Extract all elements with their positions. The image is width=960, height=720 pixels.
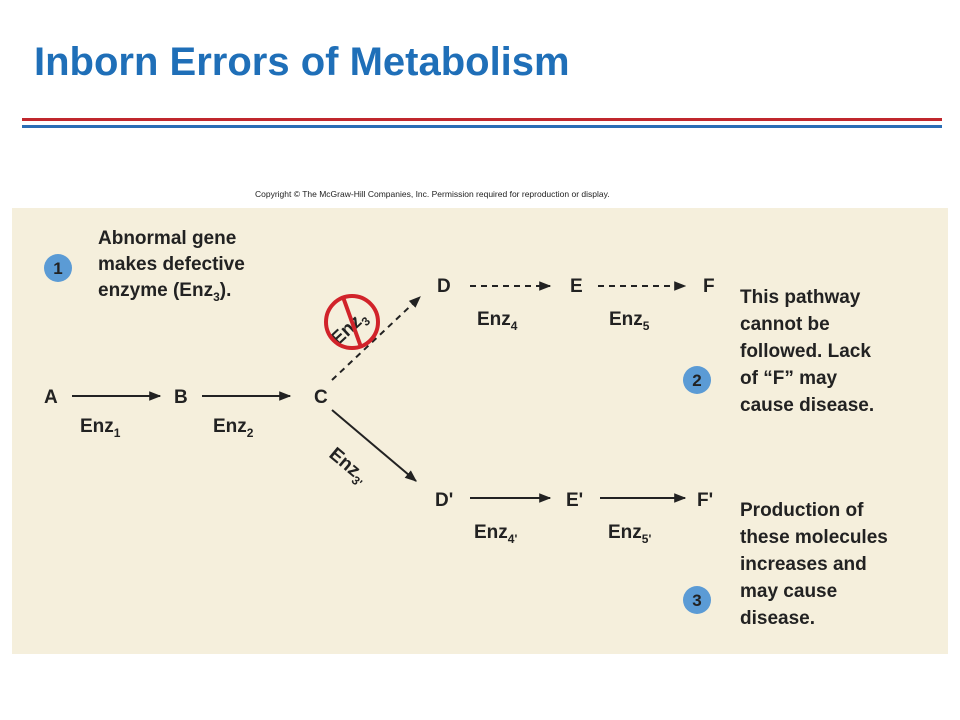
step-3-line-4: may cause — [740, 581, 837, 602]
metabolite-e-prime: E' — [566, 490, 583, 511]
step-1-badge: 1 — [44, 254, 72, 282]
step-1-line-2: makes defective — [98, 254, 245, 275]
title-underline-blue — [22, 125, 942, 128]
step-2-line-3: followed. Lack — [740, 341, 871, 362]
title-underline-red — [22, 118, 942, 121]
metabolite-a: A — [44, 387, 58, 408]
slide-title: Inborn Errors of Metabolism — [34, 40, 570, 84]
step-1-line-3: enzyme (Enz3). — [98, 280, 231, 304]
step-3-badge: 3 — [683, 586, 711, 614]
step-2-line-2: cannot be — [740, 314, 830, 335]
enzyme-4-prime-label: Enz4' — [474, 522, 517, 546]
step-3-number: 3 — [692, 591, 701, 610]
step-2-line-1: This pathway — [740, 287, 861, 308]
diagram-panel — [12, 208, 948, 654]
step-2-number: 2 — [692, 371, 701, 390]
arrow-c-to-d-blocked — [331, 296, 421, 381]
enzyme-2-label: Enz2 — [213, 416, 254, 440]
step-1-number: 1 — [53, 259, 62, 278]
enzyme-5-label: Enz5 — [609, 309, 650, 333]
copyright-notice: Copyright © The McGraw-Hill Companies, I… — [255, 189, 610, 199]
metabolite-e: E — [570, 276, 583, 297]
step-2-badge: 2 — [683, 366, 711, 394]
step-2-line-5: cause disease. — [740, 395, 874, 416]
metabolite-d-prime: D' — [435, 490, 453, 511]
step-3-line-1: Production of — [740, 500, 864, 521]
step-3-line-3: increases and — [740, 554, 867, 575]
blocked-symbol — [324, 294, 380, 350]
metabolite-d: D — [437, 276, 451, 297]
arrow-c-to-d-prime — [331, 409, 417, 482]
step-3-line-2: these molecules — [740, 527, 888, 548]
metabolite-c: C — [314, 387, 328, 408]
step-2-line-4: of “F” may — [740, 368, 838, 389]
metabolite-f-prime: F' — [697, 490, 713, 511]
metabolite-b: B — [174, 387, 188, 408]
enzyme-4-label: Enz4 — [477, 309, 518, 333]
enzyme-5-prime-label: Enz5' — [608, 522, 651, 546]
enzyme-3-prime-label: Enz3' — [323, 444, 372, 490]
step-1-line-1: Abnormal gene — [98, 228, 236, 249]
metabolite-f: F — [703, 276, 715, 297]
step-3-line-5: disease. — [740, 608, 815, 629]
enzyme-1-label: Enz1 — [80, 416, 121, 440]
